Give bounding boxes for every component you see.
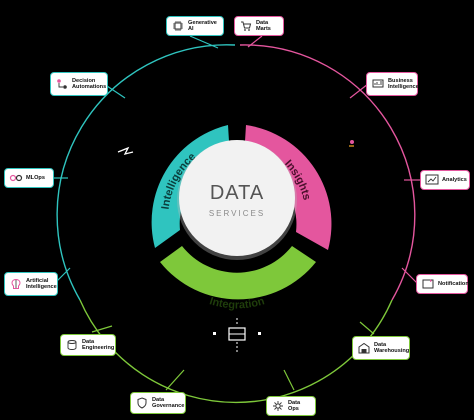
node-label: Analytics [442,176,467,183]
connector-data-engineering [91,325,113,333]
connector-notification [401,267,419,285]
node-artificial-intelligence[interactable]: Artificial Intelligence [4,272,58,296]
center-disk [179,140,295,256]
dashboard-icon [371,77,385,91]
node-data-governance[interactable]: Data Governance [130,392,186,414]
node-analytics[interactable]: Analytics [420,170,470,190]
node-business-intelligence[interactable]: Business Intelligence [366,72,419,96]
node-generative-ai[interactable]: Generative AI [166,16,224,36]
node-label: Notification [438,280,469,287]
connector-data-governance [165,369,185,391]
node-label: Artificial Intelligence [26,277,57,290]
center-subtitle: SERVICES [209,209,265,218]
segment-label-integration: Integration [208,295,266,311]
database-icon [65,338,79,352]
node-mlops[interactable]: MLOps [4,168,54,188]
connector-data-warehousing [359,321,375,335]
connector-generative-ai [189,35,219,49]
gear-loop-icon [9,171,23,185]
chip-icon [171,19,185,33]
chart-icon [425,173,439,187]
node-label: Data Engineering [82,338,115,351]
node-label: Generative AI [188,19,217,32]
node-label: Data Marts [256,19,271,32]
node-label: Business Intelligence [388,77,419,90]
node-label: Data Ops [288,399,301,412]
node-data-ops[interactable]: Data Ops [266,396,316,416]
node-notification[interactable]: Notification [416,274,469,294]
outer-ring-green [79,299,393,404]
warehouse-icon [357,341,371,355]
node-label: Data Governance [152,396,185,409]
cog-icon [271,399,285,413]
outer-ring-teal [56,44,236,301]
brain-icon [9,277,23,291]
flow-icon [55,77,69,91]
node-decision-automations[interactable]: Decision Automations [50,72,108,96]
connector-data-ops [283,369,295,391]
node-label: Data Warehousing [374,341,410,354]
node-label: MLOps [26,174,45,181]
center-title: DATA [210,182,264,204]
bell-icon [421,277,435,291]
node-data-engineering[interactable]: Data Engineering [60,334,116,356]
shield-icon [135,396,149,410]
cart-icon [239,19,253,33]
connector-data-marts [247,35,263,48]
connector-lines [53,35,420,391]
decorative-marks [117,140,354,352]
node-data-warehousing[interactable]: Data Warehousing [352,336,410,360]
segment-integration[interactable] [160,246,316,300]
connector-business-intelligence [349,83,369,99]
node-data-marts[interactable]: Data Marts [234,16,284,36]
node-label: Decision Automations [72,77,107,90]
outer-ring-pink [239,44,416,301]
